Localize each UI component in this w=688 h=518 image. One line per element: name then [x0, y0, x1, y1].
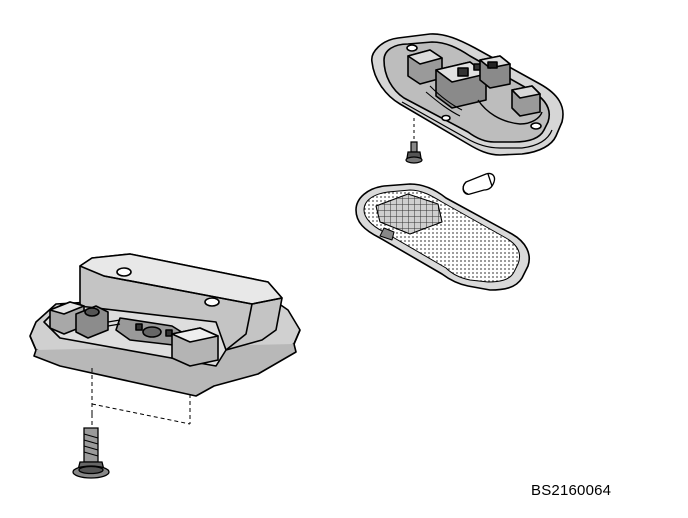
connector-block-4: [512, 86, 540, 116]
connector-block-3: [480, 56, 510, 88]
switch-block-right: [172, 328, 218, 366]
festoon-bulb: [463, 173, 494, 194]
lens-cover: [356, 184, 529, 290]
map-lamp-housing: [30, 254, 300, 396]
mounting-screw-lower: [73, 428, 109, 478]
dome-lamp-housing: [372, 34, 563, 155]
small-screw-upper: [406, 142, 422, 163]
bulb-socket-left: [76, 306, 108, 338]
figure-reference-code: BS2160064: [531, 482, 612, 499]
connector-block-2: [436, 62, 486, 108]
bulb-contacts: [116, 318, 188, 346]
alignment-dash-lower: [92, 368, 190, 428]
